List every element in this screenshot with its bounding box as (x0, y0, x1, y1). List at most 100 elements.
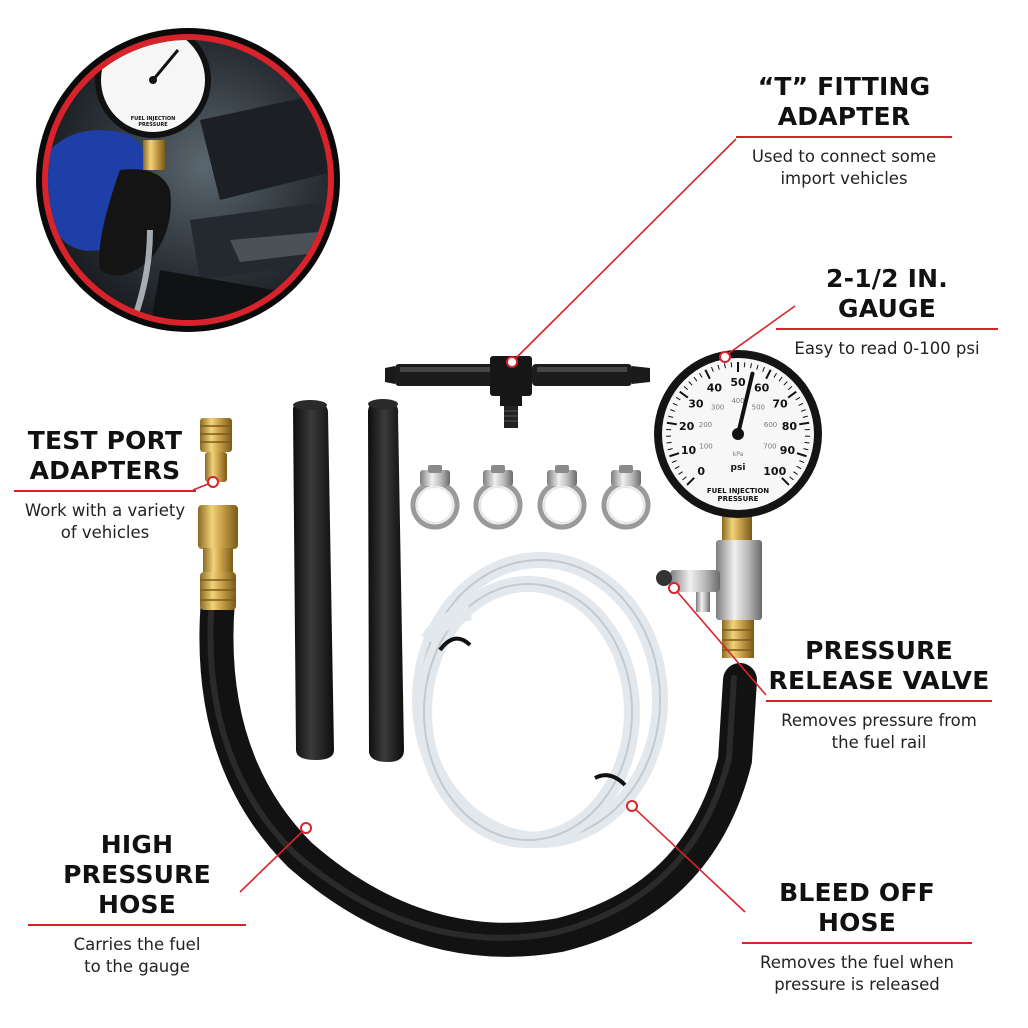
leader-dots (207, 351, 731, 834)
gauge-psi-label: 0 (697, 465, 705, 478)
callout-rule (736, 136, 952, 138)
callout-description: Removes the fuel when pressure is releas… (742, 952, 972, 996)
gauge-minor-tick (778, 376, 783, 382)
gauge-major-tick (787, 390, 797, 399)
callout-title: 2-1/2 IN. GAUGE (776, 264, 998, 324)
gauge-minor-tick (750, 363, 752, 369)
gauge-major-tick (799, 421, 810, 426)
gauge-minor-tick (698, 372, 703, 378)
leader-lines (192, 138, 796, 913)
callout-title: HIGH PRESSURE HOSE (28, 830, 246, 920)
callout-title-line: ADAPTER (777, 102, 911, 131)
callout-title-line: ADAPTERS (29, 456, 181, 485)
callout-title-line: TEST PORT (27, 426, 183, 455)
gauge-label-line-1: FUEL INJECTION (707, 487, 769, 495)
gauge-minor-tick (671, 460, 677, 464)
callout-rule (766, 700, 992, 702)
gauge-major-tick (686, 477, 695, 486)
callout-title: BLEED OFF HOSE (742, 878, 972, 938)
gauge-hub (732, 428, 744, 440)
gauge-minor-tick (674, 465, 680, 470)
callout-description: Work with a variety of vehicles (14, 500, 196, 544)
callout-desc-line: Removes the fuel when (760, 953, 954, 972)
bleed-off-hose (412, 552, 668, 848)
callout-desc-line: of vehicles (60, 523, 150, 542)
callout-desc-line: the fuel rail (831, 733, 927, 752)
inset-photo: FUEL INJECTION PRESSURE (36, 28, 340, 332)
callout-desc-line: import vehicles (780, 169, 908, 188)
high-pressure-hose (198, 505, 757, 957)
gauge-minor-tick (802, 415, 808, 418)
gauge-minor-tick (711, 366, 714, 372)
callout-title-line: PRESSURE (805, 636, 953, 665)
gauge-psi-label: 70 (772, 397, 788, 410)
gauge-psi-label: 100 (763, 465, 786, 478)
test-port-adapters (200, 418, 232, 482)
hose-clamp-icon (410, 465, 460, 530)
hose-clamp-icon (473, 465, 523, 530)
gauge-label-line-2: PRESSURE (718, 495, 759, 503)
gauge-kpa-label: 400 (731, 397, 744, 405)
gauge-minor-tick (762, 366, 765, 372)
gauge-major-tick (704, 369, 711, 380)
callout-release-valve: PRESSURE RELEASE VALVE Removes pressure … (766, 636, 992, 754)
release-valve-icon (656, 570, 720, 612)
gauge-needle (736, 371, 755, 436)
callout-title-line: “T” FITTING (757, 72, 931, 101)
gauge-minor-tick (793, 471, 798, 475)
callout-title-line: HOSE (97, 890, 177, 919)
gauge-psi-label: 50 (730, 376, 746, 389)
callout-desc-line: Work with a variety (24, 501, 186, 520)
gauge-minor-tick (798, 402, 804, 406)
callout-title: TEST PORT ADAPTERS (14, 426, 196, 486)
gauge-minor-tick (787, 386, 793, 391)
gauge-minor-tick (773, 372, 778, 378)
gauge-minor-tick (693, 376, 698, 382)
callout-title: “T” FITTING ADAPTER (736, 72, 952, 132)
callout-description: Easy to read 0-100 psi (776, 338, 998, 360)
gauge-kpa-label: 200 (699, 421, 712, 429)
gauge-major-tick (765, 369, 772, 380)
gauge-psi-label: 20 (679, 420, 695, 433)
gauge-psi-label: 40 (707, 382, 723, 395)
callout-desc-line: Easy to read 0-100 psi (794, 339, 980, 358)
gauge-minor-tick (688, 381, 693, 386)
callout-description: Carries the fuel to the gauge (28, 934, 246, 978)
gauge-minor-tick (683, 386, 689, 391)
hose-clamp-icon (537, 465, 587, 530)
gauge-minor-tick (668, 415, 674, 418)
gauge-kpa-label: 300 (711, 404, 724, 412)
gauge-minor-tick (678, 471, 683, 475)
gauge-minor-tick (675, 396, 681, 401)
callout-title-line: 2-1/2 IN. GAUGE (826, 264, 948, 323)
gauge-minor-tick (672, 402, 678, 406)
callout-description: Removes pressure from the fuel rail (766, 710, 992, 754)
gauge-minor-tick (783, 381, 788, 386)
callout-t-fitting: “T” FITTING ADAPTER Used to connect some… (736, 72, 952, 190)
gauge-psi-label: 30 (688, 397, 704, 410)
gauge-minor-tick (795, 396, 801, 401)
callout-rule (14, 490, 196, 492)
callout-desc-line: Used to connect some (751, 147, 937, 166)
gauge-minor-tick (666, 441, 672, 444)
callout-gauge: 2-1/2 IN. GAUGE Easy to read 0-100 psi (776, 264, 998, 360)
callout-title: PRESSURE RELEASE VALVE (766, 636, 992, 696)
t-fitting-adapter (385, 356, 650, 428)
callout-rule (742, 942, 972, 944)
gauge-kpa-label: 500 (752, 404, 765, 412)
callout-rule (776, 328, 998, 330)
gauge-kpa-label: 100 (699, 443, 712, 451)
gauge-minor-tick (799, 460, 805, 464)
gauge-major-tick (666, 421, 677, 426)
callout-desc-line: pressure is released (774, 975, 940, 994)
gauge-unit-kpa: kPa (733, 451, 744, 458)
inset-gauge-label-1: FUEL INJECTION (131, 116, 176, 122)
gauge-psi-label: 10 (681, 444, 697, 457)
callout-title-line: BLEED OFF HOSE (779, 878, 935, 937)
callout-bleed-hose: BLEED OFF HOSE Removes the fuel when pre… (742, 878, 972, 996)
callout-desc-line: Removes pressure from (781, 711, 977, 730)
gauge-kpa-label: 600 (764, 421, 777, 429)
